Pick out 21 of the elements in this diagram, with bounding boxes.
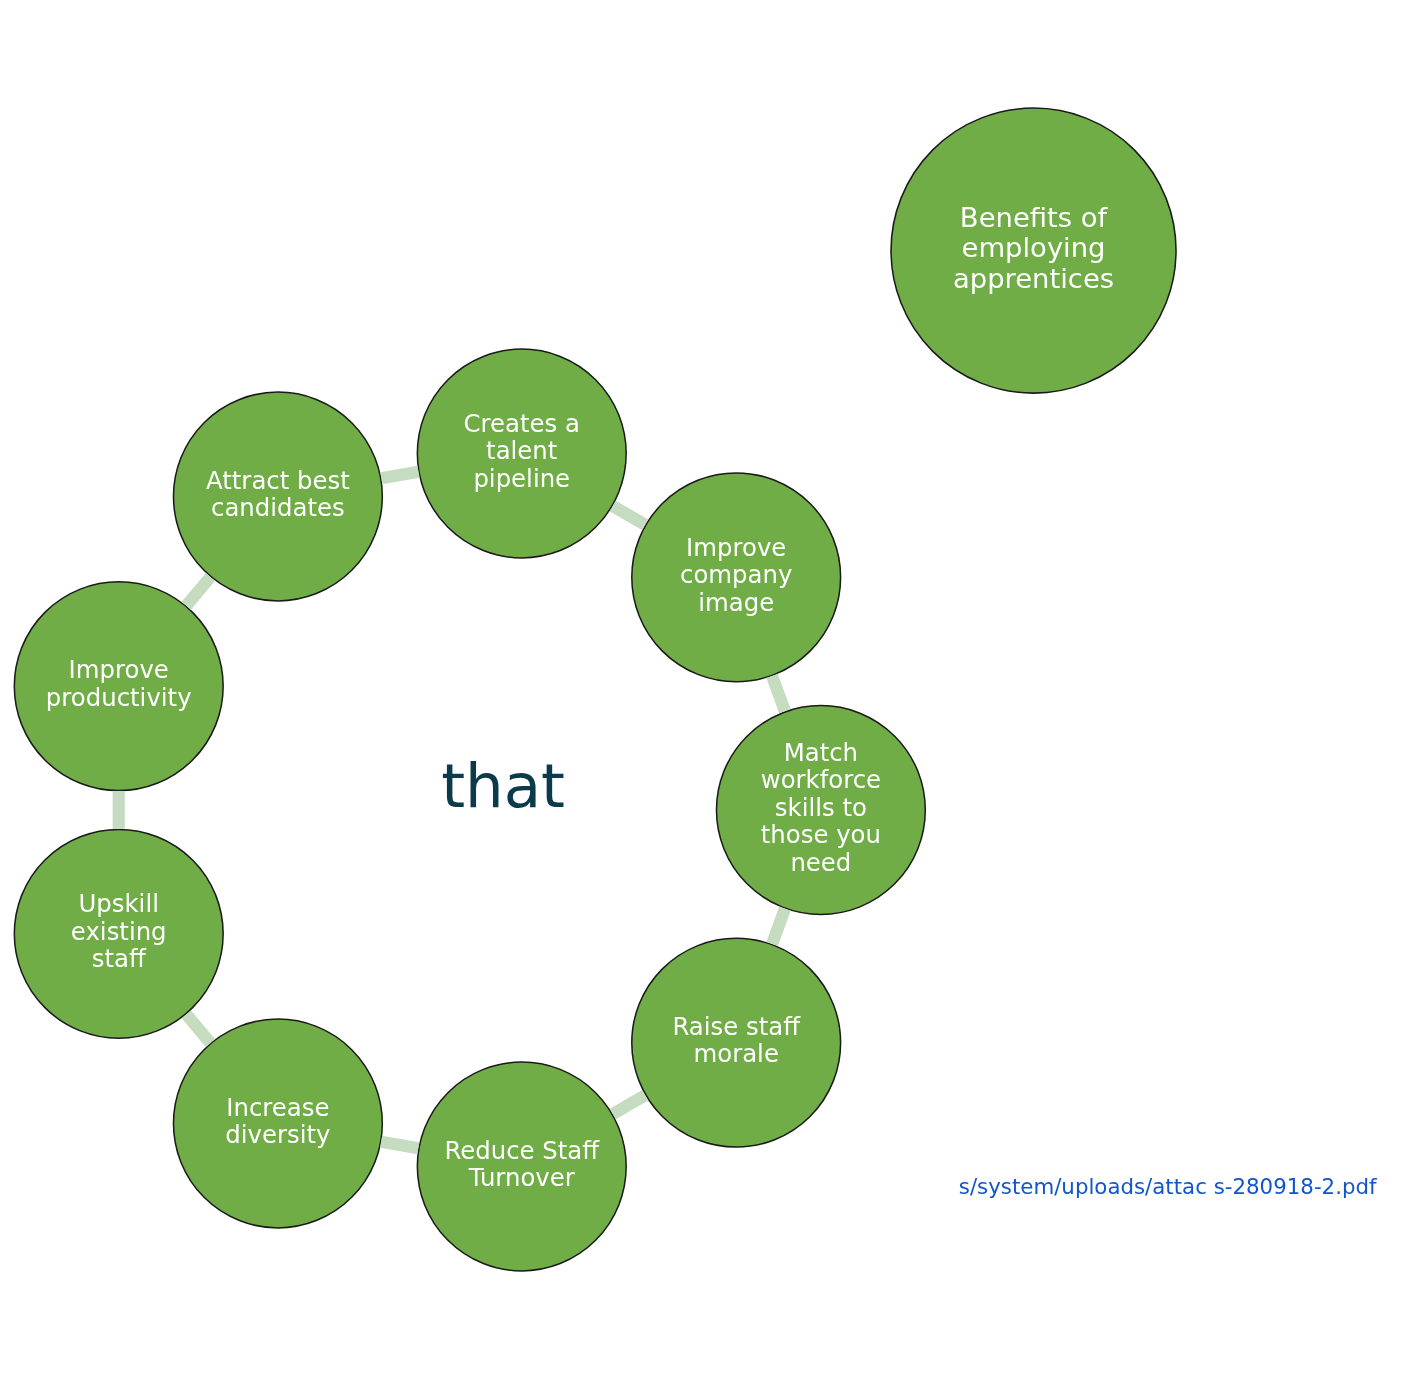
node-circle: Increase diversity (172, 1018, 384, 1229)
node-circle: Improve productivity (13, 581, 224, 792)
connector (380, 465, 420, 485)
node-circle: Improve company image (631, 472, 842, 683)
connector (380, 1135, 420, 1155)
connector (609, 1089, 649, 1120)
connector (181, 573, 215, 610)
label: s/system/uploads/attac s-280918-2.pdf (958, 1173, 1377, 1199)
node-circle: Match workforce skills to those you need (715, 704, 927, 916)
connector (112, 790, 125, 829)
connector (766, 673, 791, 714)
node-circle: Upskill existing staff (13, 828, 224, 1039)
node-circle: Raise staff morale (631, 937, 842, 1148)
node-circle: Creates a talent pipeline (416, 348, 627, 559)
node-circle: Reduce Staff Turnover (416, 1061, 627, 1272)
connector (766, 906, 791, 946)
connector (609, 500, 649, 530)
label: that (441, 749, 565, 821)
connector (181, 1010, 216, 1047)
node-circle: Attract best candidates (172, 391, 384, 602)
node-circle: Benefits of employing apprentices (890, 107, 1177, 394)
